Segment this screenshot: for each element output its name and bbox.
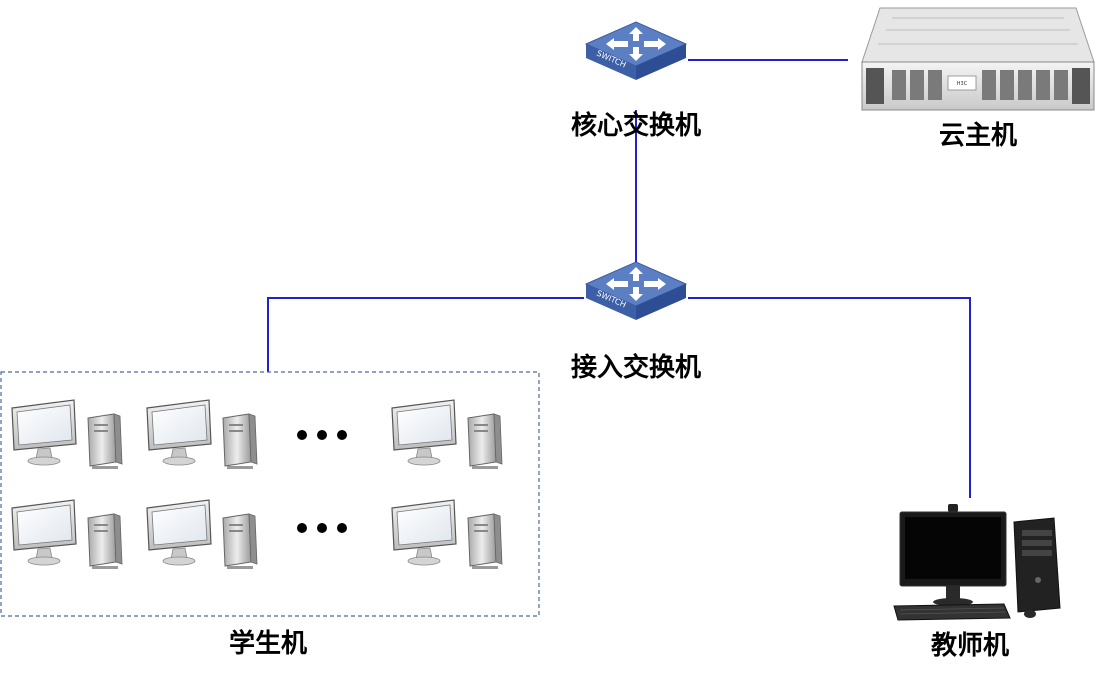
cloud-host-label: 云主机 [939,121,1017,151]
network-switch-icon: SWITCH [585,261,687,321]
student-pc-icon [12,400,122,469]
students-label: 学生机 [229,628,307,659]
access-switch-node: SWITCH 接入交换机 [571,261,701,383]
student-pc-icon [147,400,257,469]
core-switch-label: 核心交换机 [571,110,701,141]
desktop-computer-icon [893,504,1061,621]
ellipsis-icon [297,523,347,533]
ellipsis-icon [297,430,347,440]
teacher-label: 教师机 [931,631,1009,661]
access-switch-label: 接入交换机 [571,352,701,383]
student-pc-icon [147,500,257,569]
teacher-node: 教师机 [893,504,1061,661]
link-access-to-students [267,297,584,372]
rack-server-icon: H3C [861,7,1095,111]
network-links [267,59,971,498]
link-access-to-teacher [688,297,971,498]
student-pc-icon [392,400,502,469]
student-pc-icon [12,500,122,569]
cloud-host-node: H3C 云主机 [861,7,1095,151]
student-group-border [0,371,540,617]
student-group: 学生机 [0,371,540,659]
student-pc-icon [392,500,502,569]
server-brand-text: H3C [957,81,968,87]
network-switch-icon: SWITCH [585,21,687,81]
core-switch-node: SWITCH 核心交换机 [571,21,701,141]
